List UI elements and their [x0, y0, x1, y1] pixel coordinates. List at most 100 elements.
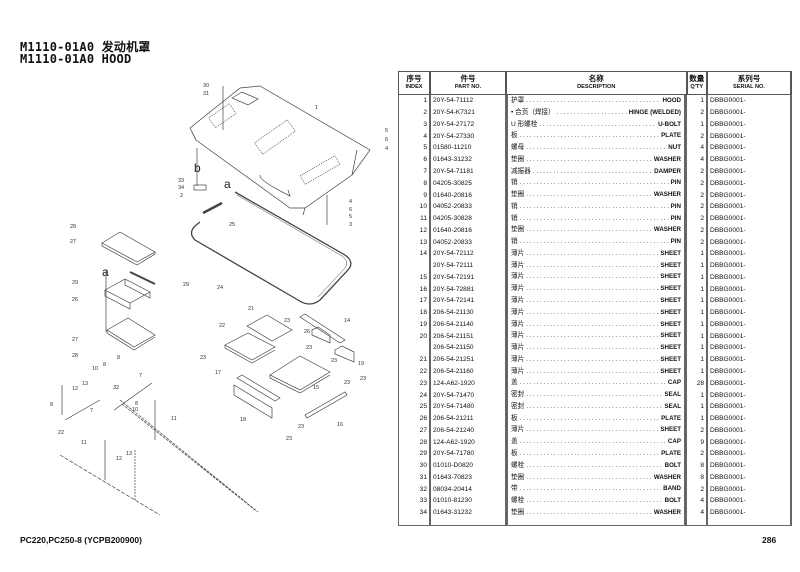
row-index: 15 — [398, 271, 431, 284]
row-description: 薄片......................................… — [507, 259, 686, 272]
row-description: 销.......................................… — [507, 212, 686, 225]
row-part-no: 20Y-54-71112 — [429, 94, 507, 107]
row-serial: DBBG0001- — [706, 212, 792, 225]
row-description: 护罩......................................… — [507, 95, 686, 107]
row-serial: DBBG0001- — [706, 506, 792, 527]
desc-cn: 薄片 — [511, 273, 525, 281]
row-qty: 4 — [686, 142, 708, 154]
desc-en: U-BOLT — [658, 120, 681, 128]
row-qty: 1 — [686, 247, 708, 260]
callout-label: 4 — [349, 199, 352, 205]
row-index — [398, 259, 431, 272]
row-part-no: 124-A62-1920 — [429, 436, 507, 448]
callout-label: 16 — [337, 422, 343, 428]
row-serial: DBBG0001- — [706, 283, 792, 296]
row-qty: 2 — [686, 200, 708, 213]
desc-cn: 板 — [511, 132, 518, 140]
desc-en: SEAL — [664, 391, 681, 399]
desc-cn: 减振器 — [511, 167, 531, 175]
row-description: 螺栓......................................… — [507, 495, 686, 507]
row-serial: DBBG0001- — [706, 236, 792, 248]
row-part-no: 206-54-21240 — [429, 424, 507, 437]
page-number: 286 — [762, 535, 777, 545]
row-part-no: 20Y-54-71780 — [429, 447, 507, 460]
callout-label: 22 — [58, 430, 64, 436]
desc-cn: 盖 — [511, 379, 518, 387]
row-serial: DBBG0001- — [706, 365, 792, 378]
callout-label: 24 — [217, 285, 223, 291]
desc-en: SHEET — [660, 308, 681, 316]
row-qty: 1 — [686, 330, 708, 343]
row-description: 板.......................................… — [507, 447, 686, 460]
callout-label: 28 — [72, 353, 78, 359]
callout-label: 26 — [72, 297, 78, 303]
row-qty: 4 — [686, 153, 708, 166]
row-part-no: 20Y-54-27172 — [429, 118, 507, 131]
desc-en: WASHER — [653, 473, 681, 481]
row-qty: 1 — [686, 389, 708, 401]
callout-label: 23 — [298, 424, 304, 430]
row-qty: 1 — [686, 318, 708, 331]
row-index: 9 — [398, 189, 431, 201]
desc-en: SHEET — [660, 249, 681, 257]
row-qty: 1 — [686, 118, 708, 131]
row-index: 33 — [398, 495, 431, 507]
row-serial: DBBG0001- — [706, 118, 792, 131]
row-serial: DBBG0001- — [706, 342, 792, 354]
row-qty: 1 — [686, 353, 708, 366]
row-description: 带.......................................… — [507, 483, 686, 496]
callout-label: 28 — [70, 224, 76, 230]
callout-label: 5 — [385, 128, 388, 134]
model-footer: PC220,PC250-8 (YCPB200900) — [20, 535, 142, 545]
view-mark-label: b — [194, 161, 201, 175]
row-part-no: 206-54-21150 — [429, 342, 507, 354]
row-qty: 8 — [686, 459, 708, 472]
row-part-no: 04205-30825 — [429, 177, 507, 190]
row-index: 17 — [398, 295, 431, 307]
callout-label: 8 — [135, 401, 138, 407]
row-serial: DBBG0001- — [706, 436, 792, 448]
callout-label: 6 — [385, 137, 388, 143]
row-index: 28 — [398, 436, 431, 448]
row-serial: DBBG0001- — [706, 353, 792, 366]
row-index: 24 — [398, 389, 431, 401]
row-serial: DBBG0001- — [706, 424, 792, 437]
row-serial: DBBG0001- — [706, 165, 792, 178]
callout-label: 2 — [180, 193, 183, 199]
row-index: 34 — [398, 506, 431, 527]
row-index: 30 — [398, 459, 431, 472]
desc-en: HOOD — [662, 97, 681, 104]
row-index — [398, 342, 431, 354]
row-part-no: 01580-11210 — [429, 142, 507, 154]
row-serial: DBBG0001- — [706, 318, 792, 331]
row-index: 1 — [398, 94, 431, 107]
row-qty: 2 — [686, 165, 708, 178]
desc-en: SHEET — [660, 320, 681, 328]
row-description: 薄片......................................… — [507, 306, 686, 319]
callout-label: 19 — [358, 361, 364, 367]
view-mark-label: a — [102, 265, 109, 279]
row-part-no: 20Y-54-72112 — [429, 247, 507, 260]
row-part-no: 20Y-54-71470 — [429, 389, 507, 401]
callout-label: 4 — [385, 146, 388, 152]
desc-en: SHEET — [660, 367, 681, 375]
desc-cn: • 合页（焊接） — [511, 108, 555, 116]
desc-en: SHEET — [660, 355, 681, 363]
row-part-no: 04052-20833 — [429, 200, 507, 213]
row-serial: DBBG0001- — [706, 94, 792, 107]
row-part-no: 01010-81230 — [429, 495, 507, 507]
desc-en: SHEET — [660, 426, 681, 434]
callout-label: 32 — [113, 385, 119, 391]
row-index: 27 — [398, 424, 431, 437]
desc-en: SHEET — [660, 297, 681, 305]
